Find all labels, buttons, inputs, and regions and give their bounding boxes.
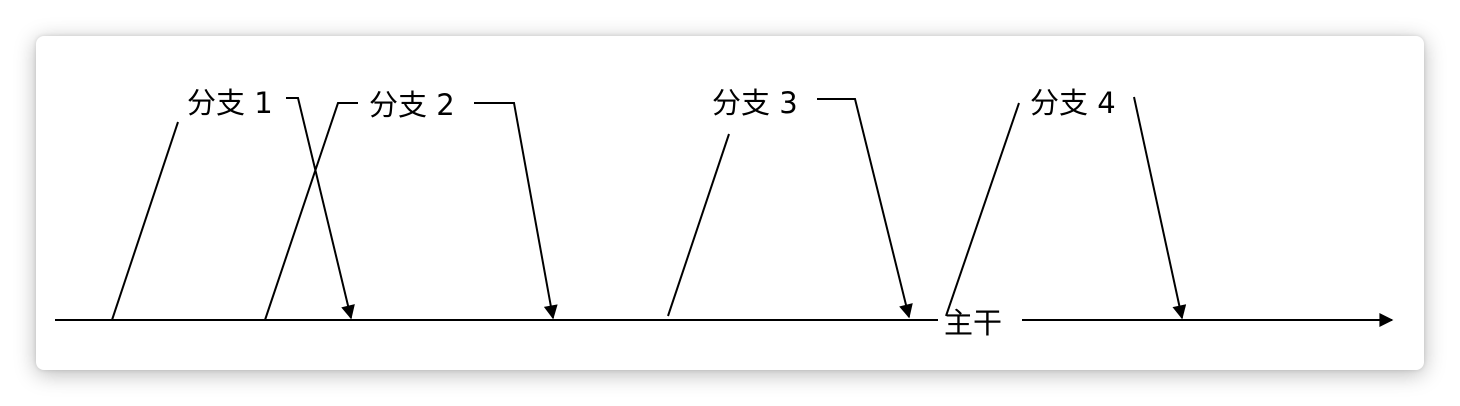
trunk-label: 主干	[944, 306, 1002, 340]
branch-3-out-line	[667, 133, 730, 317]
branch-1-label: 分支 1	[187, 86, 273, 120]
branch-1: 分支 1	[111, 86, 355, 321]
branch-1-merge-arrow	[286, 97, 355, 320]
branch-4-label: 分支 4	[1030, 86, 1116, 120]
branch-4: 分支 4	[945, 86, 1187, 320]
branch-2-label: 分支 2	[369, 88, 455, 122]
branch-2-merge-arrow	[474, 102, 558, 320]
branch-4-merge-arrow	[1133, 96, 1187, 320]
branch-4-out-line	[945, 102, 1020, 317]
branch-2-out-line	[264, 102, 358, 321]
branch-1-out-line	[111, 121, 179, 321]
branch-3: 分支 3	[667, 86, 913, 319]
branch-3-label: 分支 3	[712, 86, 798, 120]
branch-3-merge-arrow	[817, 98, 913, 319]
branch-2: 分支 2	[264, 88, 558, 321]
